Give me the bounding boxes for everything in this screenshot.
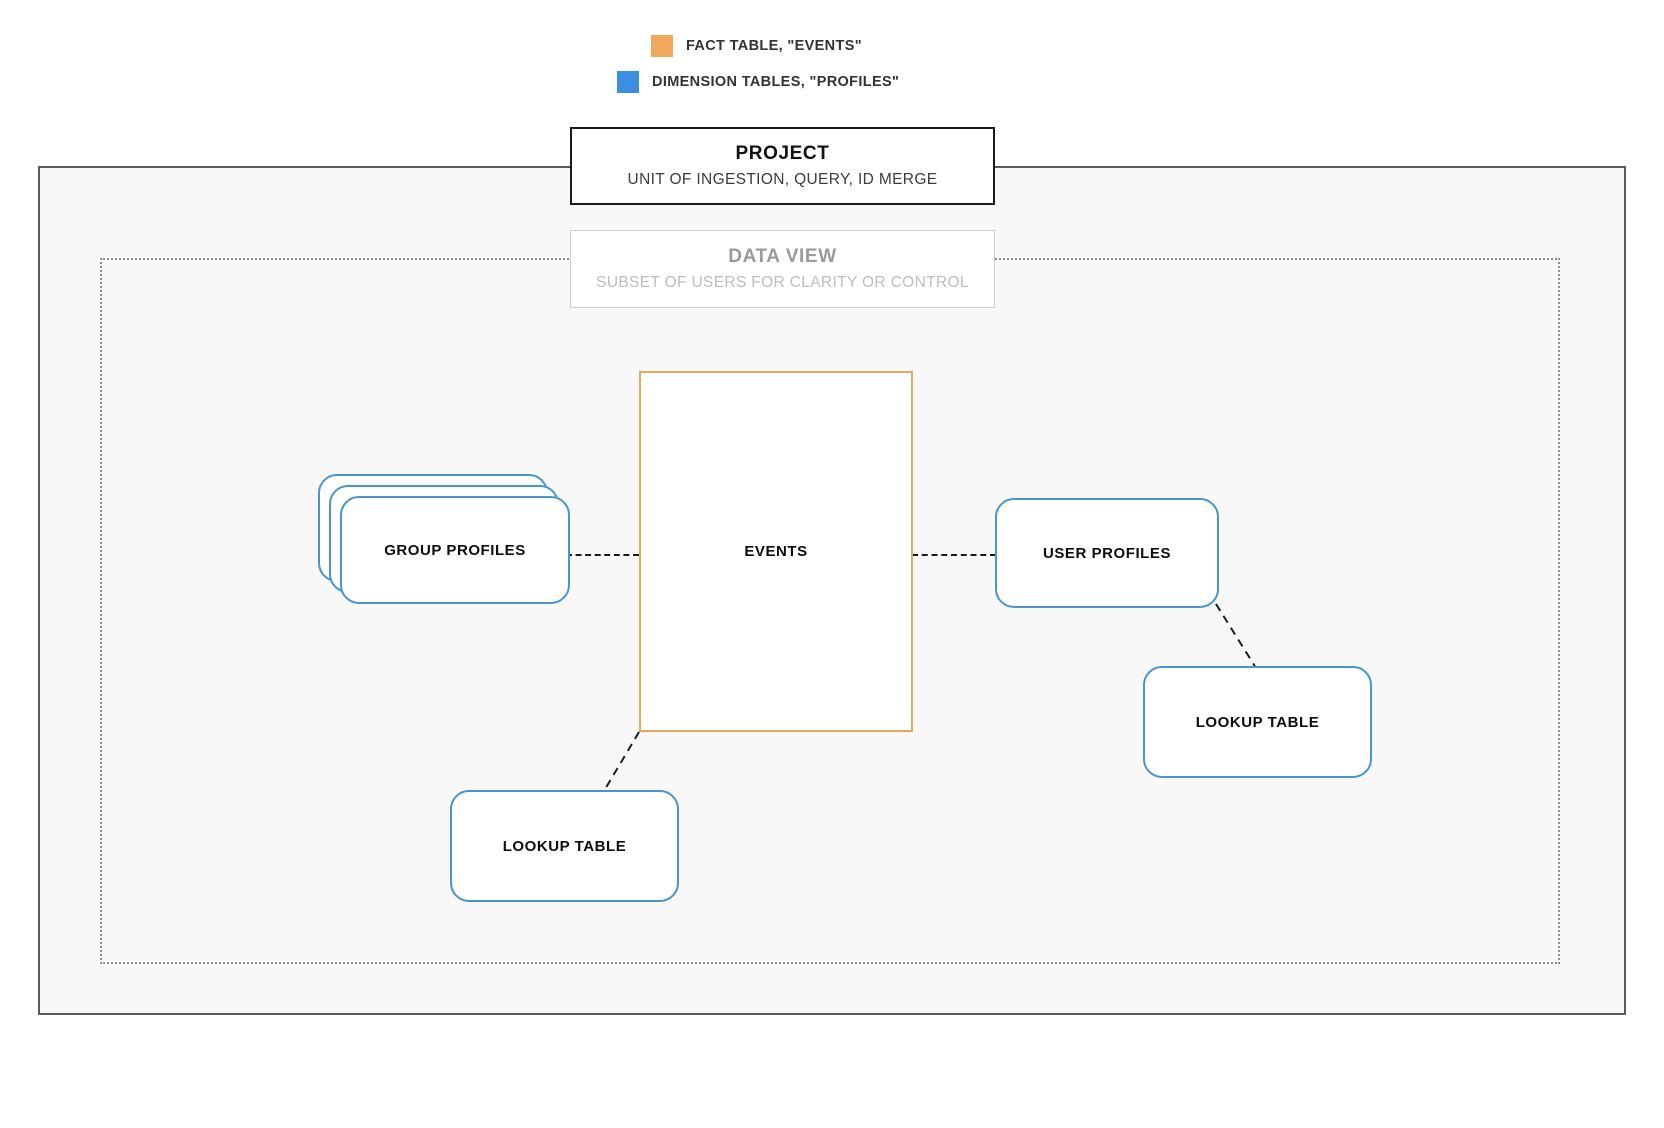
- legend-label-fact-table: FACT TABLE, "EVENTS": [686, 38, 862, 54]
- data-view-title: DATA VIEW: [728, 245, 837, 267]
- project-title: PROJECT: [735, 142, 830, 164]
- data-view-title-card: DATA VIEW SUBSET OF USERS FOR CLARITY OR…: [570, 230, 995, 308]
- data-view-subtitle: SUBSET OF USERS FOR CLARITY OR CONTROL: [596, 274, 969, 292]
- project-subtitle: UNIT OF INGESTION, QUERY, ID MERGE: [627, 171, 938, 189]
- node-events-label: EVENTS: [744, 543, 808, 560]
- node-lookup-table-right-label: LOOKUP TABLE: [1195, 713, 1320, 731]
- node-lookup-table-left-label: LOOKUP TABLE: [502, 837, 627, 855]
- square-swatch-blue-icon: [617, 71, 639, 93]
- node-group-profiles[interactable]: GROUP PROFILES: [318, 474, 570, 612]
- square-swatch-orange-icon: [651, 35, 673, 57]
- connector-events-to-user-profiles: [912, 554, 996, 556]
- node-group-profiles-stack-front[interactable]: GROUP PROFILES: [340, 496, 570, 604]
- legend-item-dimension-tables: DIMENSION TABLES, "PROFILES": [617, 71, 899, 93]
- project-title-card: PROJECT UNIT OF INGESTION, QUERY, ID MER…: [570, 127, 995, 205]
- connector-group-profiles-to-events: [566, 554, 639, 556]
- node-user-profiles-label: USER PROFILES: [1043, 544, 1171, 562]
- node-events[interactable]: EVENTS: [639, 371, 913, 732]
- node-user-profiles[interactable]: USER PROFILES: [995, 498, 1219, 608]
- node-lookup-table-left[interactable]: LOOKUP TABLE: [450, 790, 679, 902]
- legend-item-fact-table: FACT TABLE, "EVENTS": [651, 35, 862, 57]
- node-lookup-table-right[interactable]: LOOKUP TABLE: [1143, 666, 1372, 778]
- node-group-profiles-label: GROUP PROFILES: [384, 541, 526, 559]
- legend-label-dimension-tables: DIMENSION TABLES, "PROFILES": [652, 74, 900, 90]
